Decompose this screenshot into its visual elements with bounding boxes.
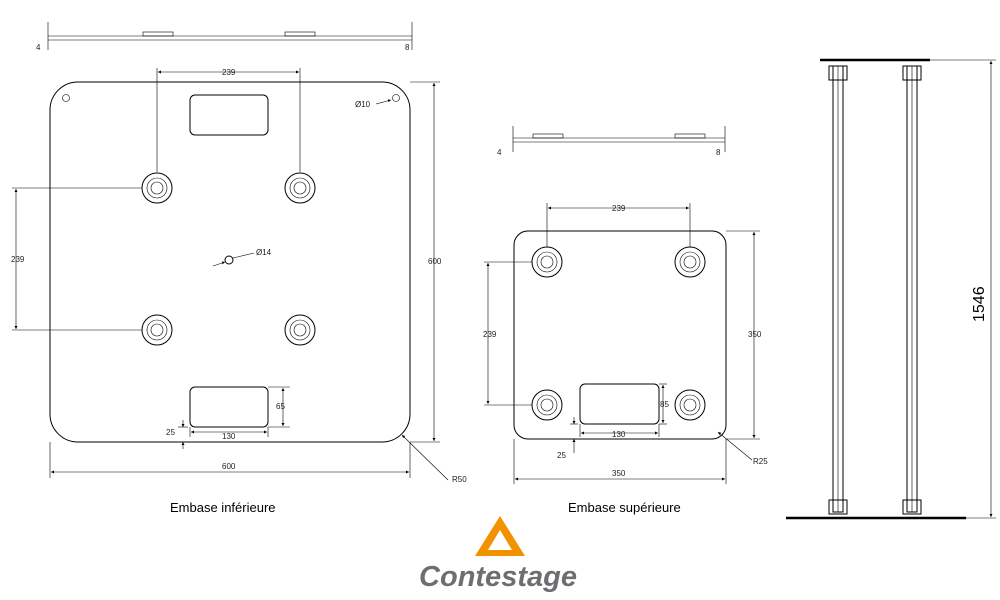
lower-slot-height: 65	[276, 402, 285, 411]
upper-side-boss: 8	[716, 148, 721, 157]
lower-slot-width: 130	[222, 432, 236, 441]
tower-height: 1546	[971, 286, 988, 322]
upper-corner-radius: R25	[753, 457, 768, 466]
contestage-logo: Contestage	[419, 516, 577, 593]
lower-bolt-hole-tr	[284, 172, 316, 204]
upper-side-thickness: 4	[497, 148, 502, 157]
upper-width: 350	[612, 469, 626, 478]
lower-bolt-hole-br	[284, 314, 316, 346]
upper-bolt-hole-br	[674, 389, 706, 421]
upper-bolt-hole-tl	[531, 246, 563, 278]
upper-base-plate: 239 239 350 350 85 130 25 R25	[483, 203, 768, 484]
center-hole	[224, 255, 234, 265]
lower-side-thickness: 4	[36, 43, 41, 52]
upper-bolt-hole-tr	[674, 246, 706, 278]
lower-base-plate: Ø14 Ø10 239 239 600 600 65 130	[11, 68, 467, 484]
lower-plate-outline	[49, 81, 411, 443]
upper-plate-outline	[513, 230, 727, 440]
lower-side-boss: 8	[405, 43, 410, 52]
upper-bolt-hole-bl	[531, 389, 563, 421]
upper-spacing-y: 239	[483, 330, 497, 339]
lower-base-caption: Embase inférieure	[170, 500, 276, 515]
upper-slot-width: 130	[612, 430, 626, 439]
lower-spacing-y: 239	[11, 255, 25, 264]
lower-bolt-hole-tl	[141, 172, 173, 204]
lower-slot-offset: 25	[166, 428, 175, 437]
lower-corner-radius: R50	[452, 475, 467, 484]
lower-width: 600	[222, 462, 236, 471]
center-hole-label: Ø14	[256, 248, 272, 257]
upper-slot-height: 85	[660, 400, 669, 409]
upper-slot-offset: 25	[557, 451, 566, 460]
lower-slot-top	[189, 94, 269, 136]
lower-base-side-view: 4 8	[36, 22, 413, 52]
upper-height: 350	[748, 330, 762, 339]
upper-base-side-view: 4 8	[497, 126, 726, 157]
corner-hole-label: Ø10	[355, 100, 371, 109]
lower-spacing-x: 239	[222, 68, 236, 77]
logo-wordmark: Contestage	[419, 561, 577, 593]
upper-spacing-x: 239	[612, 204, 626, 213]
corner-hole-left	[62, 94, 70, 102]
upper-slot	[579, 383, 660, 425]
lower-slot-bottom	[189, 386, 269, 428]
upper-base-caption: Embase supérieure	[568, 500, 681, 515]
tower-elevation: 1546	[786, 58, 996, 520]
corner-hole-right	[392, 94, 400, 102]
lower-bolt-hole-bl	[141, 314, 173, 346]
lower-height: 600	[428, 257, 442, 266]
